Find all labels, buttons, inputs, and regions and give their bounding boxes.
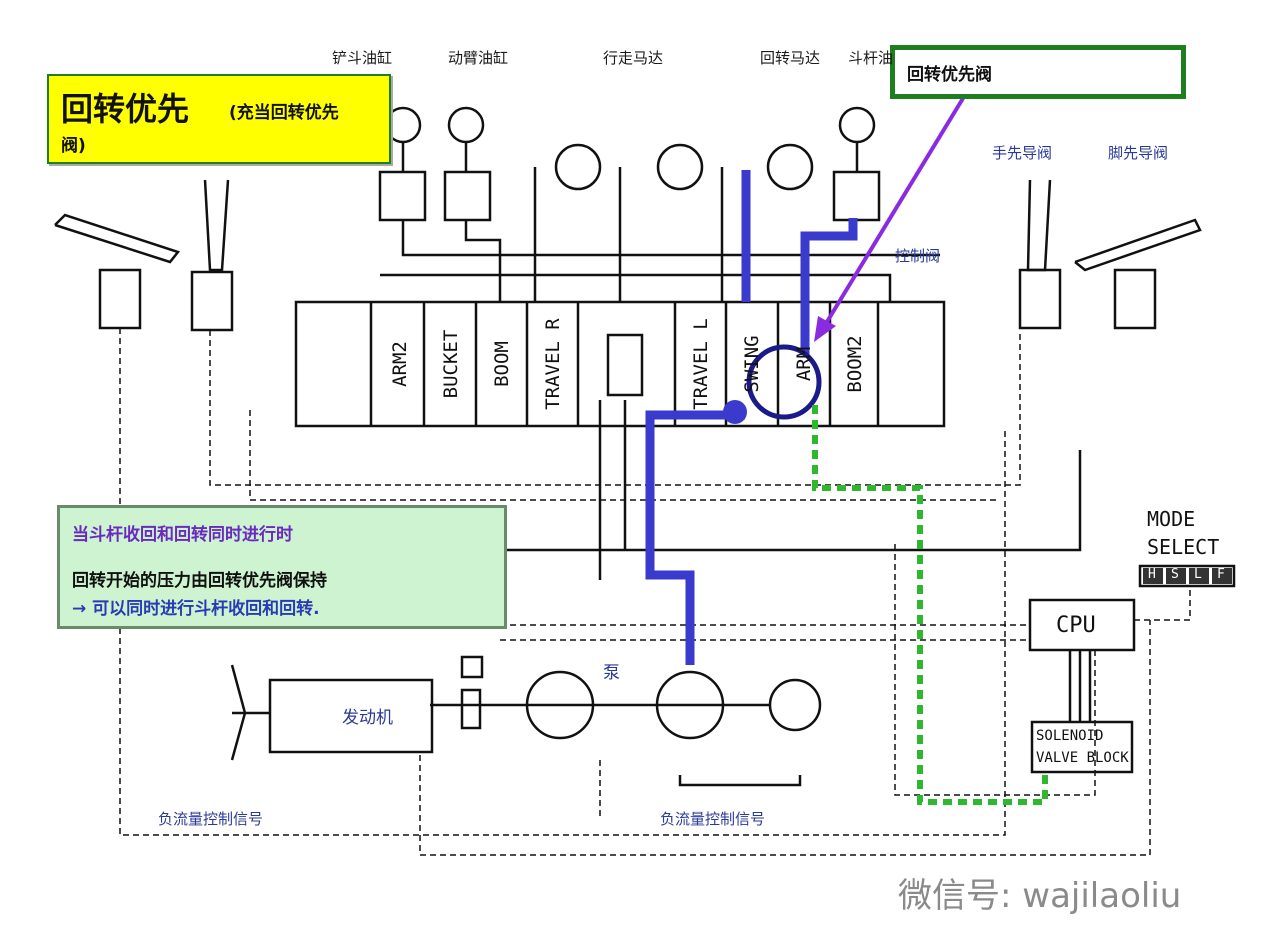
spool-arm: ARM <box>793 346 815 382</box>
mode-key-l: L <box>1194 567 1202 582</box>
swing-priority-line <box>645 170 858 665</box>
spool-swing: SWING <box>741 335 763 393</box>
spool-bucket: BUCKET <box>440 329 462 399</box>
cpu-label: CPU <box>1056 613 1096 638</box>
watermark: 微信号: wajilaoliu <box>898 876 1182 916</box>
label-bucket-cylinder: 铲斗油缸 <box>332 49 393 67</box>
title-sub2: 阀) <box>61 136 86 156</box>
label-engine: 发动机 <box>342 708 393 728</box>
mode-key-s: S <box>1171 567 1179 582</box>
label-hand-pilot: 手先导阀 <box>992 144 1053 162</box>
mode-select-line2: SELECT <box>1147 535 1220 559</box>
spool-boom: BOOM <box>491 341 513 387</box>
solenoid-line1: SOLENOID <box>1036 728 1104 744</box>
title-box: 回转优先 (充当回转优先 阀) <box>47 74 391 164</box>
travel-motor-r <box>554 143 602 191</box>
arm-cylinder <box>832 170 881 222</box>
note-box: 当斗杆收回和回转同时进行时 回转开始的压力由回转优先阀保持 → 可以同时进行斗杆… <box>57 505 507 629</box>
label-neg-flow-right: 负流量控制信号 <box>660 810 766 828</box>
label-control-valve: 控制阀 <box>895 247 941 265</box>
mode-select-line1: MODE <box>1147 507 1196 531</box>
note-line2: 回转开始的压力由回转优先阀保持 <box>72 571 327 591</box>
label-pump: 泵 <box>603 663 620 683</box>
priority-valve-label: 回转优先阀 <box>907 65 992 85</box>
solenoid-signal-line <box>812 405 1048 805</box>
note-line3: → 可以同时进行斗杆收回和回转. <box>72 599 320 619</box>
label-arm-cylinder: 斗杆油 <box>848 49 894 67</box>
spool-boom2: BOOM2 <box>844 335 866 393</box>
note-line1: 当斗杆收回和回转同时进行时 <box>72 525 293 545</box>
label-travel-motor: 行走马达 <box>603 49 664 67</box>
spool-arm2: ARM2 <box>389 341 411 387</box>
bucket-cylinder <box>378 170 427 222</box>
label-neg-flow-left: 负流量控制信号 <box>158 810 264 828</box>
mode-key-h: H <box>1148 567 1156 582</box>
spool-travel-r: TRAVEL R <box>542 318 564 410</box>
swing-motor <box>766 143 814 191</box>
boom-cylinder <box>443 170 492 222</box>
solenoid-line2: VALVE BLOCK <box>1036 750 1129 766</box>
title-sub: (充当回转优先 <box>229 103 339 123</box>
mode-select-panel <box>1138 564 1236 588</box>
spool-travel-l: TRAVEL L <box>690 318 712 410</box>
mode-key-f: F <box>1217 567 1225 582</box>
cpu-box <box>1028 598 1136 652</box>
pilot-pump <box>768 678 822 732</box>
solenoid-valve-block <box>1030 720 1134 774</box>
priority-valve-callout: 回转优先阀 <box>890 45 1186 99</box>
engine-block <box>268 678 434 754</box>
travel-motor-l <box>656 143 704 191</box>
label-boom-cylinder: 动臂油缸 <box>448 49 509 67</box>
priority-valve-circle <box>746 344 822 420</box>
label-foot-pilot: 脚先导阀 <box>1108 144 1169 162</box>
title-main: 回转优先 <box>61 90 190 128</box>
label-swing-motor: 回转马达 <box>760 49 821 67</box>
priority-arrow <box>820 93 967 332</box>
